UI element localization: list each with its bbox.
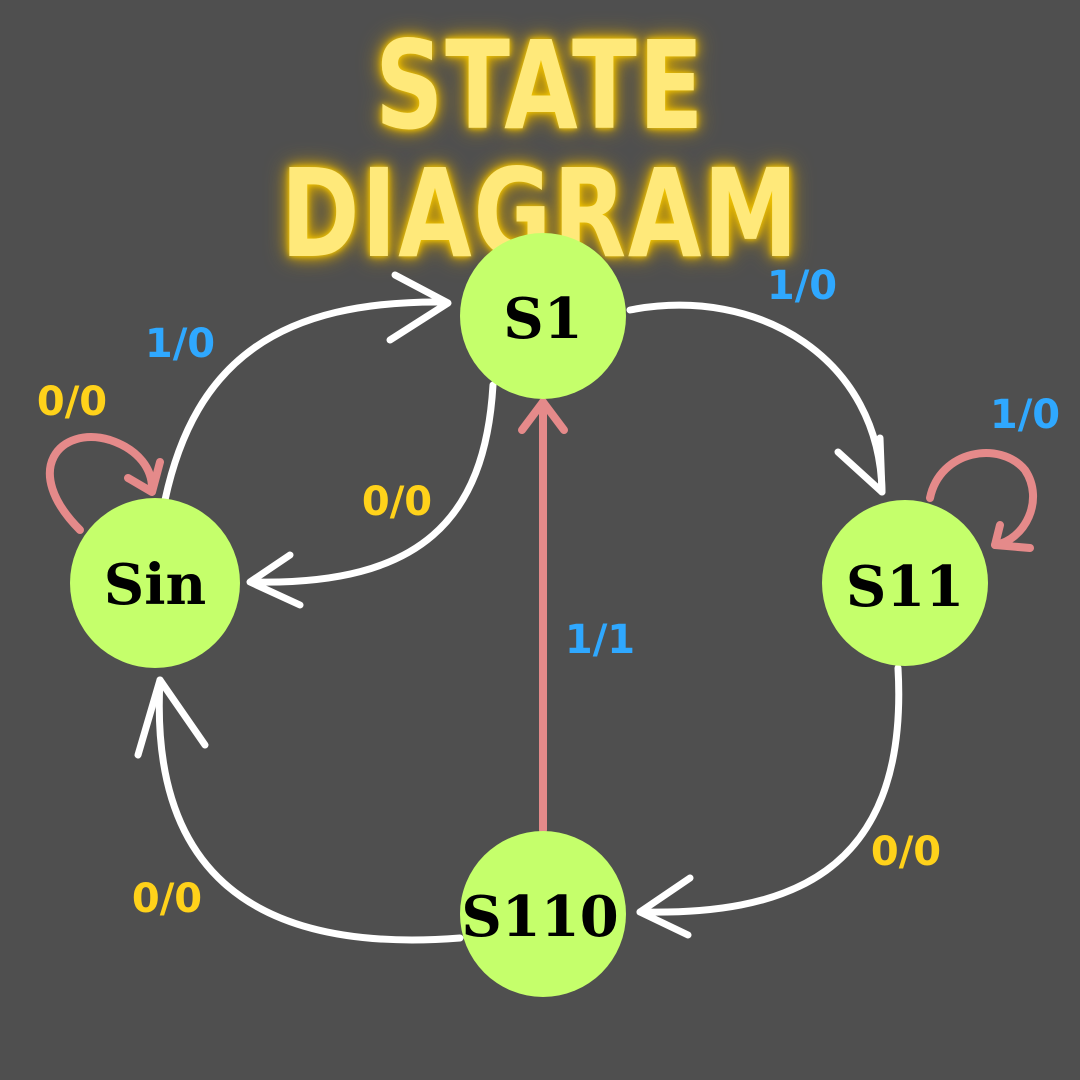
state-s11-label: S11	[846, 554, 964, 620]
state-s110: S110	[460, 831, 626, 997]
state-s1-label: S1	[503, 286, 582, 352]
label-s1-to-sin: 0/0	[362, 479, 432, 525]
arrowhead-s11-self-loop	[991, 521, 1034, 552]
label-sin-to-s1: 1/0	[145, 321, 215, 367]
label-s1-to-s11: 1/0	[767, 263, 837, 309]
state-sin: Sin	[70, 498, 240, 668]
arrowhead-s1-to-s11	[834, 434, 886, 496]
state-s11: S11	[822, 500, 988, 666]
edge-sin-to-s1	[161, 298, 449, 504]
state-sin-label: Sin	[104, 552, 206, 618]
arrowhead-sin-self-loop	[124, 458, 164, 496]
label-sin-self: 0/0	[37, 379, 107, 425]
label-s11-to-s110: 0/0	[871, 829, 941, 875]
edge-sin-self-loop	[46, 433, 156, 534]
state-s1-circle	[460, 233, 626, 399]
arrowhead-s110-to-s1	[518, 398, 568, 434]
label-s110-to-s1: 1/1	[565, 617, 635, 663]
arrowhead-sin-to-s1	[386, 271, 452, 344]
label-s11-self: 1/0	[990, 392, 1060, 438]
state-sin-circle	[70, 498, 240, 668]
edge-s110-to-sin	[155, 676, 464, 944]
edge-s1-to-s11	[626, 301, 886, 496]
arrowhead-s11-to-s110	[636, 874, 694, 939]
state-s1: S1	[460, 233, 626, 399]
edge-s11-self-loop	[926, 449, 1038, 549]
arrowhead-s110-to-sin	[134, 676, 209, 759]
state-s11-circle	[822, 500, 988, 666]
state-s110-circle	[460, 831, 626, 997]
page-title: STATE DIAGRAM	[280, 15, 800, 286]
state-s110-label: S110	[461, 884, 618, 950]
edge-s11-to-s110	[636, 664, 903, 916]
arrowhead-s1-to-sin	[246, 551, 304, 609]
label-s110-to-sin: 0/0	[132, 876, 202, 922]
edge-s1-to-sin	[251, 381, 497, 586]
